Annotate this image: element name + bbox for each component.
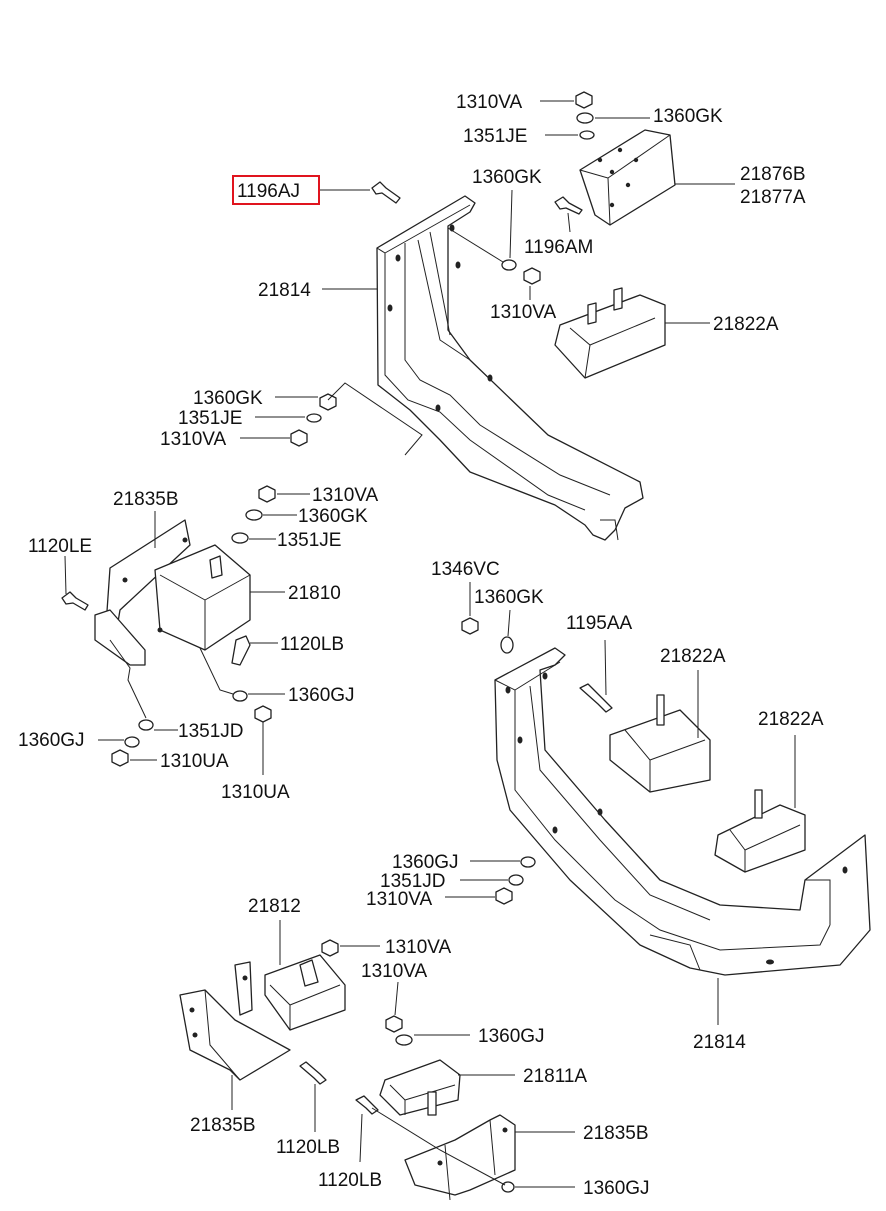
nut-1310UA-a <box>111 749 129 767</box>
label-1351JE[interactable]: 1351JE <box>463 126 527 147</box>
washer-1360GJ-c <box>520 856 536 868</box>
label-1310UA[interactable]: 1310UA <box>160 751 229 772</box>
label-21814[interactable]: 21814 <box>258 280 311 301</box>
label-1360GK[interactable]: 1360GK <box>474 587 544 608</box>
washer-1351JD-a <box>138 719 154 731</box>
nut-1310VA-g <box>385 1015 403 1033</box>
nut-1310VA-e <box>495 887 513 905</box>
label-21812[interactable]: 21812 <box>248 896 301 917</box>
label-21811A[interactable]: 21811A <box>523 1066 587 1087</box>
label-21835B[interactable]: 21835B <box>190 1115 256 1136</box>
upper-crossmember-21814 <box>376 195 644 541</box>
lower-crossmember-21814 <box>494 647 871 976</box>
label-21876B[interactable]: 21876B <box>740 164 806 185</box>
label-21822A[interactable]: 21822A <box>713 314 779 335</box>
label-1310VA[interactable]: 1310VA <box>361 961 428 982</box>
part-labels: 1310VA 1360GK 1351JE 21876B 21877A 1196A… <box>18 92 824 1199</box>
label-21810[interactable]: 21810 <box>288 583 341 604</box>
label-1360GK[interactable]: 1360GK <box>193 388 263 409</box>
label-21822A[interactable]: 21822A <box>660 646 726 667</box>
leader-lines <box>64 100 796 1188</box>
highlight-box <box>232 175 320 205</box>
mount-21812 <box>264 954 346 1031</box>
nut-1310VA-b <box>523 267 541 285</box>
label-1360GJ[interactable]: 1360GJ <box>288 685 355 706</box>
washer-1360GK-a <box>576 112 594 124</box>
label-1360GK[interactable]: 1360GK <box>653 106 723 127</box>
label-1351JD[interactable]: 1351JD <box>380 871 446 892</box>
bolt-1195AA <box>579 683 613 713</box>
fasteners <box>61 91 613 1193</box>
bolt-1120LB-b <box>299 1061 327 1085</box>
bolt-1120LB-a <box>231 635 251 666</box>
mount-21822A-lower-2 <box>714 789 806 873</box>
label-1310VA[interactable]: 1310VA <box>160 429 227 450</box>
bracket-21835B-right <box>404 1114 516 1201</box>
label-1310UA[interactable]: 1310UA <box>221 782 290 803</box>
mount-21811A <box>379 1059 461 1116</box>
label-1310VA[interactable]: 1310VA <box>456 92 523 113</box>
label-1196AJ[interactable]: 1196AJ <box>237 181 300 202</box>
label-1360GK[interactable]: 1360GK <box>472 167 542 188</box>
label-1351JE[interactable]: 1351JE <box>178 408 242 429</box>
engine-mount-21810 <box>94 519 251 666</box>
washer-1351JE-c <box>306 413 322 423</box>
label-1310VA[interactable]: 1310VA <box>366 889 433 910</box>
nut-1310VA-d <box>258 485 276 503</box>
washer-1351JD-b <box>508 874 524 886</box>
bolt-1120LB-c <box>355 1095 379 1115</box>
washer-1351JE-a <box>579 130 595 140</box>
washer-1360GJ-e <box>501 1181 515 1193</box>
label-21814[interactable]: 21814 <box>693 1032 746 1053</box>
nut-1346VC <box>461 617 479 635</box>
washer-1360GJ-a <box>232 690 248 702</box>
washer-1351JE-d <box>231 532 249 544</box>
label-1360GJ[interactable]: 1360GJ <box>583 1178 650 1199</box>
washer-1360GK-d <box>245 509 263 521</box>
label-1120LE[interactable]: 1120LE <box>28 536 92 557</box>
label-21877A[interactable]: 21877A <box>740 187 806 208</box>
washer-1360GK-e <box>500 636 514 654</box>
label-1310VA[interactable]: 1310VA <box>385 937 452 958</box>
washer-1360GK-b <box>501 259 517 271</box>
bracket-21876B <box>579 129 676 226</box>
nut-1310VA-c <box>290 429 308 447</box>
label-1120LB[interactable]: 1120LB <box>276 1137 340 1158</box>
label-1351JE[interactable]: 1351JE <box>277 530 341 551</box>
label-1360GJ[interactable]: 1360GJ <box>392 852 459 873</box>
bolt-1120LE <box>61 591 89 611</box>
mount-21822A-top <box>554 287 666 379</box>
label-1360GK[interactable]: 1360GK <box>298 506 368 527</box>
nut-1310UA-b <box>254 705 272 723</box>
label-1346VC[interactable]: 1346VC <box>431 559 500 580</box>
nut-1310VA-a <box>575 91 593 109</box>
bolt-1196AM <box>554 196 583 215</box>
label-1310VA[interactable]: 1310VA <box>490 302 557 323</box>
label-1360GJ[interactable]: 1360GJ <box>18 730 85 751</box>
bolt-1196AJ <box>371 181 401 204</box>
label-1351JD[interactable]: 1351JD <box>178 721 244 742</box>
label-21822A[interactable]: 21822A <box>758 709 824 730</box>
label-1310VA[interactable]: 1310VA <box>312 485 379 506</box>
label-1195AA[interactable]: 1195AA <box>566 613 633 634</box>
label-1120LB[interactable]: 1120LB <box>318 1170 382 1191</box>
nut-1360GK-c <box>319 393 337 411</box>
mount-21822A-lower-1 <box>609 694 711 793</box>
bracket-21835B-left <box>179 961 291 1081</box>
label-21835B[interactable]: 21835B <box>583 1123 649 1144</box>
washer-1360GJ-b <box>124 736 140 748</box>
label-21835B[interactable]: 21835B <box>113 489 179 510</box>
label-1360GJ[interactable]: 1360GJ <box>478 1026 545 1047</box>
washer-1360GJ-d <box>395 1034 413 1046</box>
label-1120LB[interactable]: 1120LB <box>280 634 344 655</box>
nut-1310VA-f <box>321 939 339 957</box>
label-1196AM[interactable]: 1196AM <box>524 237 593 258</box>
